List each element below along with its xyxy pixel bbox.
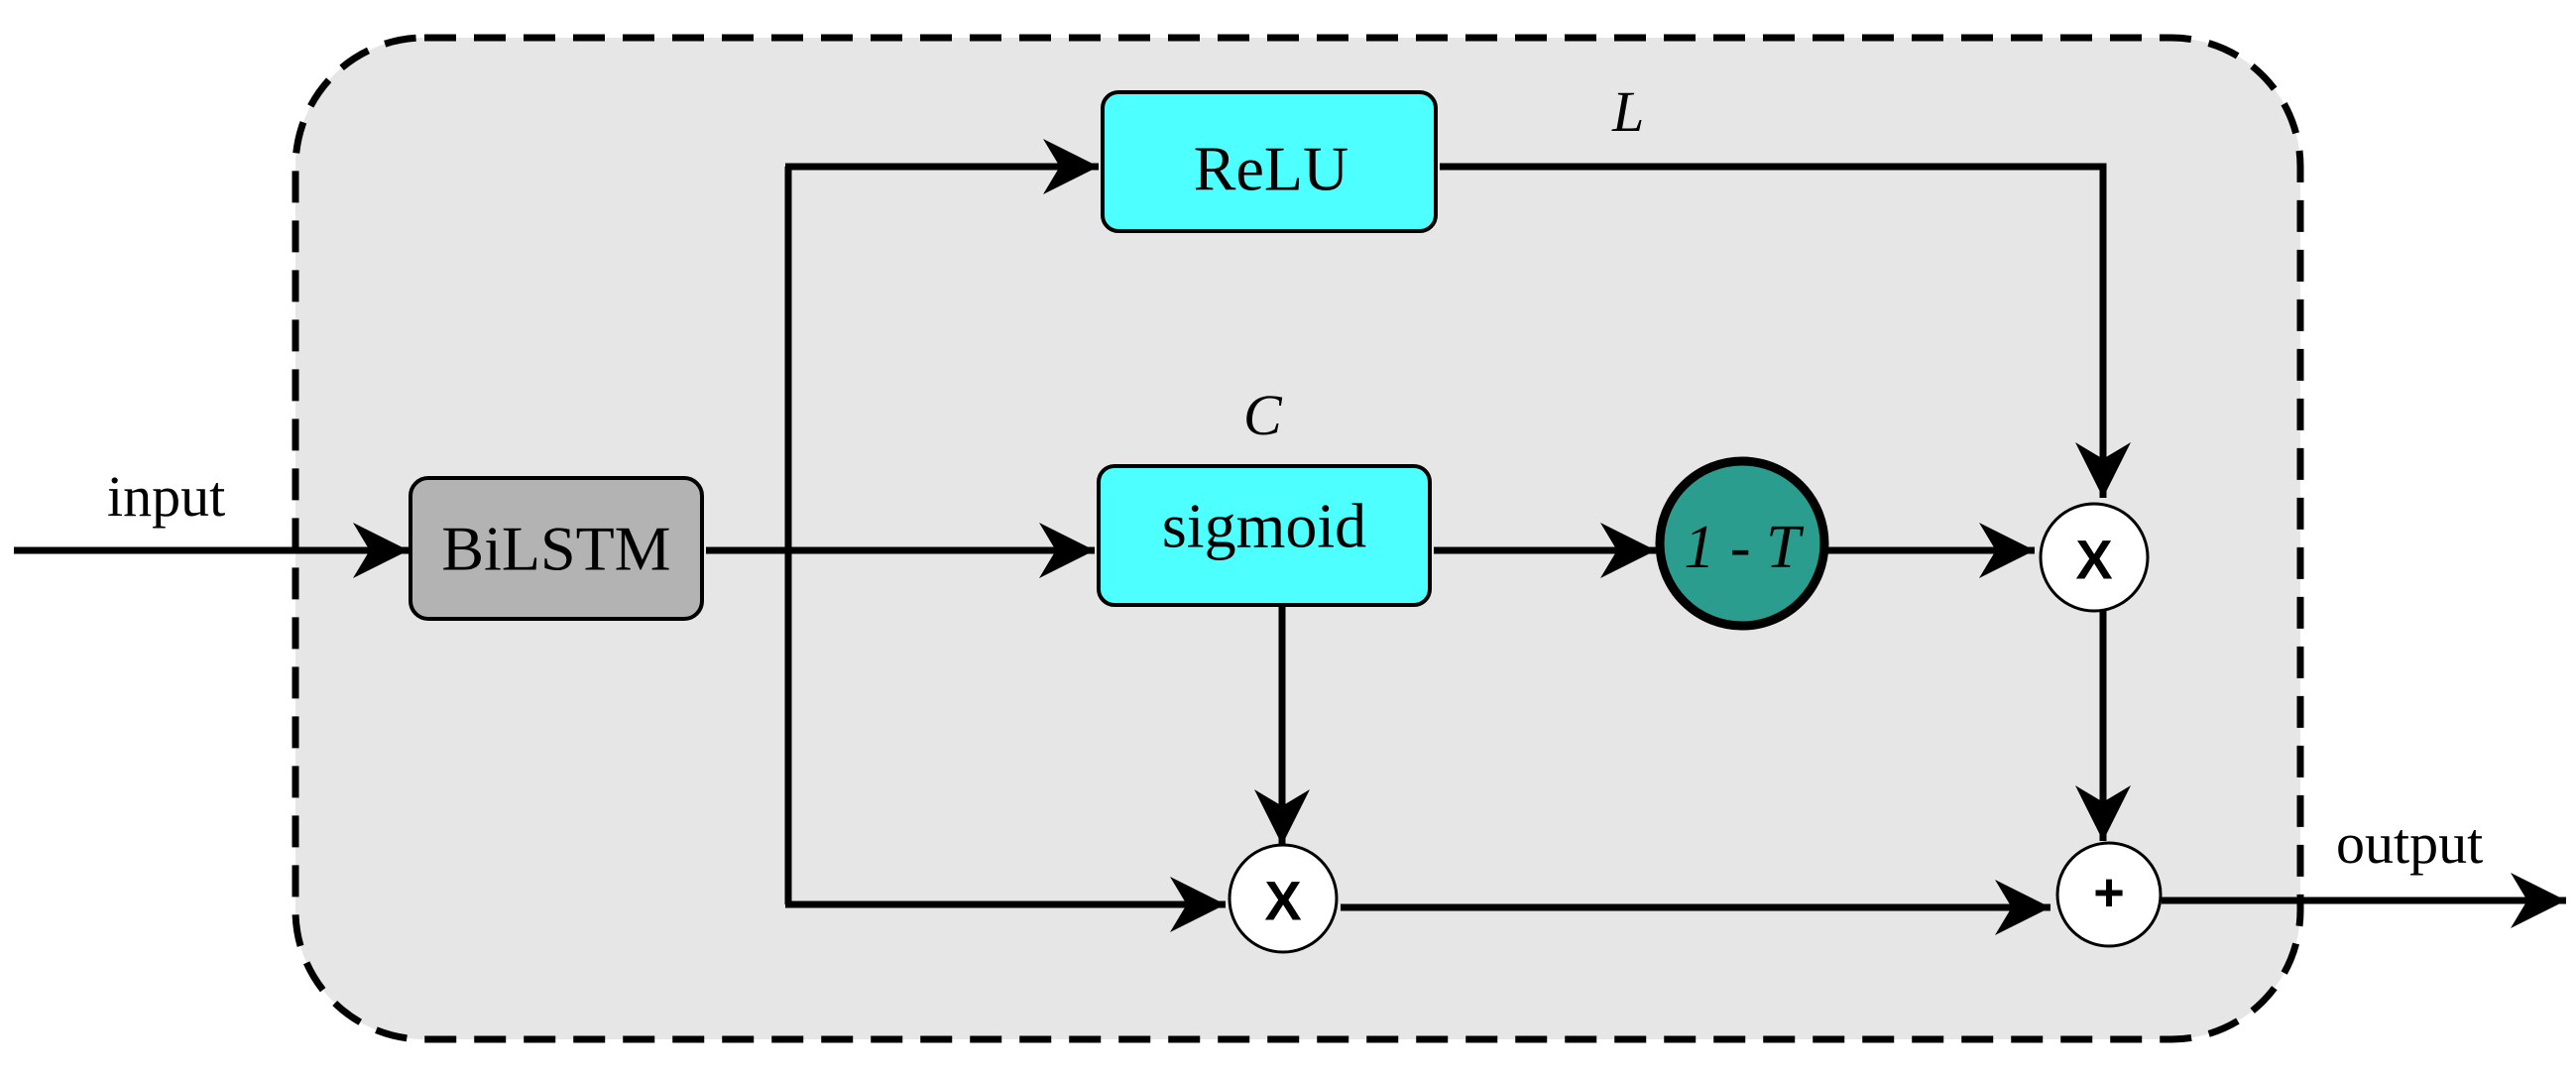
sigmoid-node: sigmoid [1097,464,1432,607]
multiply-top-circle [2039,502,2150,613]
bilstm-label: BiLSTM [441,514,670,584]
multiply-bottom-circle [1228,843,1339,954]
input-label: input [107,464,225,529]
one-minus-t-circle [1655,456,1829,631]
relu-node: ReLU [1101,90,1438,233]
bilstm-node: BiLSTM [409,476,704,621]
multiply-top-symbol: X [2075,529,2112,591]
one-minus-t-node: 1 - T [1655,456,1829,631]
add-node: + [2055,841,2163,948]
sigmoid-label: sigmoid [1162,491,1366,561]
add-symbol: + [2093,863,2125,922]
relu-output-label-l: L [1611,79,1644,144]
add-circle [2055,841,2163,948]
one-minus-t-label: 1 - T [1684,514,1805,581]
multiply-bottom-node: X [1228,843,1339,954]
sigmoid-box [1097,464,1432,607]
output-label: output [2336,811,2483,876]
multiply-bottom-symbol: X [1264,870,1301,932]
relu-label: ReLU [1194,134,1348,204]
connectors [14,139,2566,935]
relu-to-multiply-top-arrow [1440,163,2131,498]
relu-box [1101,90,1438,233]
multiply-top-node: X [2039,502,2150,613]
sigmoid-output-label-c: C [1243,383,1283,447]
bilstm-box [409,476,704,621]
